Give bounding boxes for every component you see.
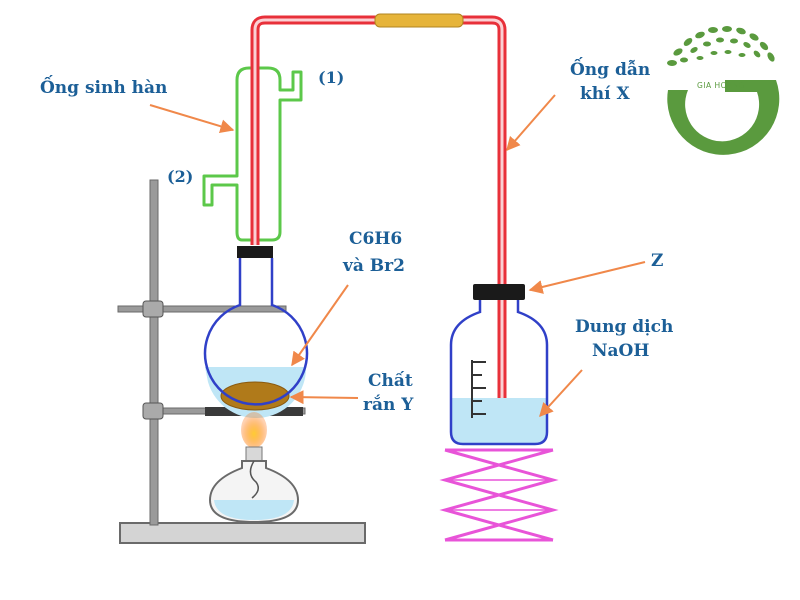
label-naoh-2: NaOH	[592, 341, 649, 361]
solid-y	[220, 381, 290, 411]
label-solid-2: rắn Y	[363, 394, 414, 415]
bottle-stopper-z	[473, 284, 525, 300]
label-arrows	[149, 94, 646, 418]
stand-rod	[149, 179, 159, 526]
lab-stand	[117, 179, 366, 544]
label-gas-tube-1: Ống dẫn	[570, 57, 650, 80]
arrow-gas-tube	[506, 94, 556, 152]
naoh-bottle	[449, 284, 549, 446]
lamp-fuel	[214, 500, 294, 520]
label-inlet-1: (1)	[318, 68, 344, 87]
label-inlet-2: (2)	[167, 167, 193, 186]
stand-clamp-arm	[117, 305, 287, 313]
stand-ring-knob	[142, 402, 164, 420]
alcohol-lamp	[208, 412, 300, 524]
logo-g-letter-icon	[667, 80, 780, 155]
arrow-reactants	[291, 284, 349, 367]
bottle-outline	[449, 300, 549, 446]
lamp-wick	[249, 460, 259, 499]
label-solid-1: Chất	[368, 371, 413, 391]
gas-tube	[250, 13, 507, 412]
labels: Ống sinh hàn (1) (2) Ống dẫn khí X C6H6 …	[40, 57, 673, 415]
label-reactants-1: C6H6	[349, 229, 402, 249]
lamp-flame	[241, 412, 267, 448]
label-gas-tube-2: khí X	[580, 84, 631, 104]
label-naoh-1: Dung dịch	[575, 317, 673, 337]
bottle-scale	[471, 360, 486, 418]
arrow-stopper-z	[528, 261, 646, 294]
label-reactants-2: và Br2	[342, 256, 405, 276]
spring-stand	[439, 448, 559, 542]
stand-base	[119, 522, 366, 544]
flask-outline	[203, 258, 309, 406]
arrow-naoh	[539, 369, 583, 418]
lamp-wick-cap	[245, 446, 263, 462]
rubber-connector	[374, 13, 464, 28]
arrow-solid	[289, 390, 359, 405]
gia-hoang-logo: GIA HOÀNG	[667, 26, 780, 155]
logo-leaf-cluster-icon	[667, 26, 775, 66]
arrow-condenser	[149, 104, 235, 134]
logo-brand-text: GIA HOÀNG	[697, 81, 745, 90]
label-stopper-z: Z	[651, 251, 663, 271]
label-condenser: Ống sinh hàn	[40, 75, 167, 98]
round-flask	[203, 246, 309, 419]
bottle-liquid	[451, 398, 547, 444]
stand-clamp-knob	[142, 300, 164, 318]
flask-stopper	[237, 246, 273, 258]
